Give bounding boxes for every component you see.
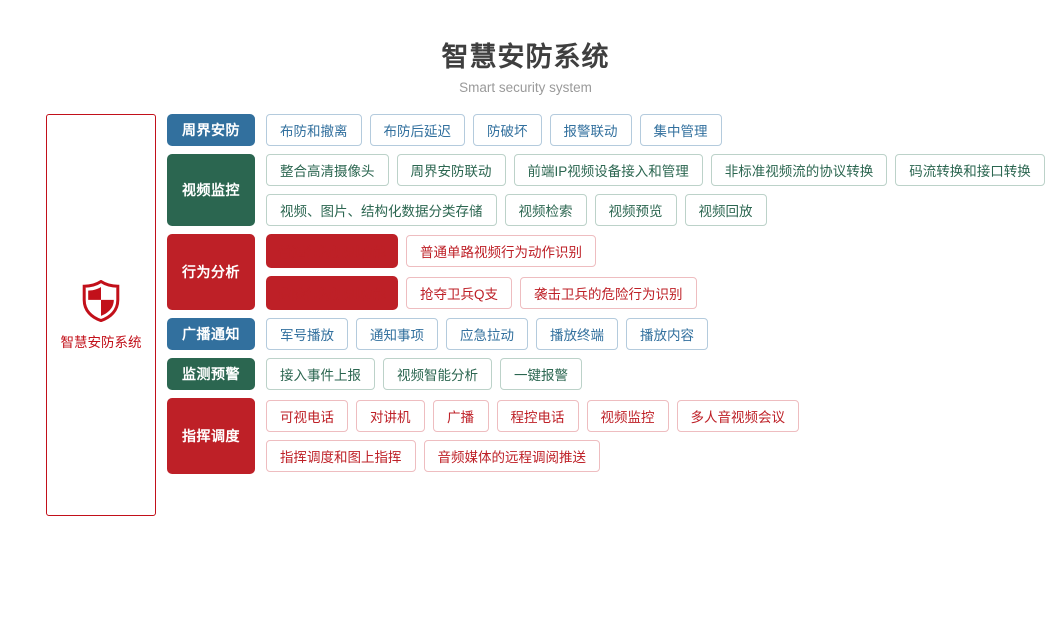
feature-chip[interactable]: 集中管理 xyxy=(639,114,722,146)
feature-chip[interactable]: 程控电话 xyxy=(496,400,579,432)
feature-chip[interactable]: 整合高清摄像头 xyxy=(266,154,389,186)
brand-panel: 智慧安防系统 xyxy=(46,114,156,516)
subgroup-chip[interactable]: 普通行为识别功能 xyxy=(266,234,398,268)
feature-chip[interactable]: 通知事项 xyxy=(356,318,438,350)
category-items-command: 可视电话 对讲机 广播 程控电话 视频监控 多人音视频会议 指挥调度和图上指挥 … xyxy=(266,398,1051,474)
category-label-video[interactable]: 视频监控 xyxy=(167,154,255,226)
item-line: 可视电话 对讲机 广播 程控电话 视频监控 多人音视频会议 xyxy=(266,400,1051,432)
feature-chip[interactable]: 接入事件上报 xyxy=(266,358,375,390)
feature-chip[interactable]: 布防和撤离 xyxy=(266,114,362,146)
category-label-command[interactable]: 指挥调度 xyxy=(167,398,255,474)
page-header: 智慧安防系统 Smart security system xyxy=(0,0,1051,97)
feature-chip[interactable]: 视频智能分析 xyxy=(383,358,492,390)
category-items-behavior: 普通行为识别功能 普通单路视频行为动作识别 危险行为识别功能 抢夺卫兵Q支 袭击… xyxy=(266,234,1051,310)
feature-chip[interactable]: 多人音视频会议 xyxy=(676,400,799,432)
category-label-broadcast[interactable]: 广播通知 xyxy=(167,318,255,350)
item-line: 指挥调度和图上指挥 音频媒体的远程调阅推送 xyxy=(266,440,1051,472)
page-title: 智慧安防系统 xyxy=(441,42,610,72)
category-row-behavior: 行为分析 普通行为识别功能 普通单路视频行为动作识别 危险行为识别功能 抢夺卫兵… xyxy=(167,234,1051,310)
page-subtitle: Smart security system xyxy=(459,80,592,95)
feature-chip[interactable]: 袭击卫兵的危险行为识别 xyxy=(520,277,697,309)
feature-chip[interactable]: 播放内容 xyxy=(626,318,708,350)
feature-chip[interactable]: 前端IP视频设备接入和管理 xyxy=(513,154,703,186)
category-label-perimeter[interactable]: 周界安防 xyxy=(167,114,255,146)
category-rows: 周界安防 布防和撤离 布防后延迟 防破坏 报警联动 集中管理 视频监控 整合 xyxy=(167,114,1051,474)
feature-chip[interactable]: 对讲机 xyxy=(356,400,425,432)
shield-icon xyxy=(82,279,120,322)
feature-chip[interactable]: 视频预览 xyxy=(594,194,677,226)
item-line: 普通行为识别功能 普通单路视频行为动作识别 xyxy=(266,234,1051,268)
category-row-monitoring: 监测预警 接入事件上报 视频智能分析 一键报警 xyxy=(167,358,1051,390)
item-line: 整合高清摄像头 周界安防联动 前端IP视频设备接入和管理 非标准视频流的协议转换… xyxy=(266,154,1051,186)
category-row-command: 指挥调度 可视电话 对讲机 广播 程控电话 视频监控 多人音视频会议 指挥调度和… xyxy=(167,398,1051,474)
category-items-broadcast: 军号播放 通知事项 应急拉动 播放终端 播放内容 xyxy=(266,318,1051,350)
feature-chip[interactable]: 音频媒体的远程调阅推送 xyxy=(423,440,600,472)
feature-chip[interactable]: 应急拉动 xyxy=(446,318,528,350)
category-label-behavior[interactable]: 行为分析 xyxy=(167,234,255,310)
feature-chip[interactable]: 广播 xyxy=(432,400,489,432)
diagram-body: 智慧安防系统 周界安防 布防和撤离 布防后延迟 防破坏 报警联动 集中管理 xyxy=(0,114,1051,516)
feature-chip[interactable]: 报警联动 xyxy=(549,114,632,146)
category-row-perimeter: 周界安防 布防和撤离 布防后延迟 防破坏 报警联动 集中管理 xyxy=(167,114,1051,146)
item-line: 接入事件上报 视频智能分析 一键报警 xyxy=(266,358,1051,390)
feature-chip[interactable]: 军号播放 xyxy=(266,318,348,350)
category-items-perimeter: 布防和撤离 布防后延迟 防破坏 报警联动 集中管理 xyxy=(266,114,1051,146)
feature-chip[interactable]: 指挥调度和图上指挥 xyxy=(266,440,416,472)
item-line: 视频、图片、结构化数据分类存储 视频检索 视频预览 视频回放 xyxy=(266,194,1051,226)
feature-chip[interactable]: 码流转换和接口转换 xyxy=(895,154,1045,186)
item-line: 危险行为识别功能 抢夺卫兵Q支 袭击卫兵的危险行为识别 xyxy=(266,276,1051,310)
brand-label: 智慧安防系统 xyxy=(60,334,142,350)
feature-chip[interactable]: 布防后延迟 xyxy=(369,114,465,146)
feature-chip[interactable]: 视频回放 xyxy=(684,194,767,226)
feature-chip[interactable]: 视频检索 xyxy=(504,194,587,226)
feature-chip[interactable]: 视频、图片、结构化数据分类存储 xyxy=(266,194,497,226)
category-items-video: 整合高清摄像头 周界安防联动 前端IP视频设备接入和管理 非标准视频流的协议转换… xyxy=(266,154,1051,226)
feature-chip[interactable]: 播放终端 xyxy=(536,318,618,350)
feature-chip[interactable]: 周界安防联动 xyxy=(396,154,506,186)
feature-chip[interactable]: 普通单路视频行为动作识别 xyxy=(406,235,596,267)
category-row-broadcast: 广播通知 军号播放 通知事项 应急拉动 播放终端 播放内容 xyxy=(167,318,1051,350)
category-items-monitoring: 接入事件上报 视频智能分析 一键报警 xyxy=(266,358,1051,390)
feature-chip[interactable]: 非标准视频流的协议转换 xyxy=(710,154,888,186)
subgroup-chip[interactable]: 危险行为识别功能 xyxy=(266,276,398,310)
category-row-video: 视频监控 整合高清摄像头 周界安防联动 前端IP视频设备接入和管理 非标准视频流… xyxy=(167,154,1051,226)
feature-chip[interactable]: 视频监控 xyxy=(586,400,669,432)
item-line: 军号播放 通知事项 应急拉动 播放终端 播放内容 xyxy=(266,318,1051,350)
feature-chip[interactable]: 防破坏 xyxy=(473,114,542,146)
feature-chip[interactable]: 一键报警 xyxy=(500,358,582,390)
item-line: 布防和撤离 布防后延迟 防破坏 报警联动 集中管理 xyxy=(266,114,1051,146)
feature-chip[interactable]: 抢夺卫兵Q支 xyxy=(406,277,513,309)
category-label-monitoring[interactable]: 监测预警 xyxy=(167,358,255,390)
feature-chip[interactable]: 可视电话 xyxy=(266,400,348,432)
